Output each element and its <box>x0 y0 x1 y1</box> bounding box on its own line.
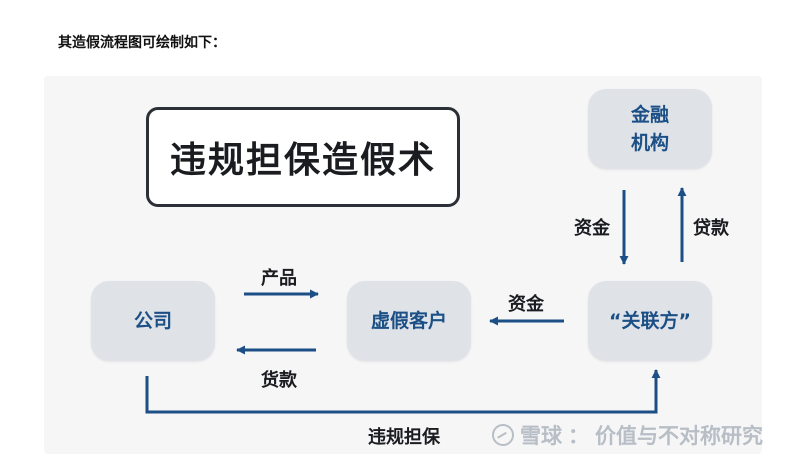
edge-label-loan-back: 货款 <box>261 370 297 391</box>
intro-text: 其造假流程图可绘制如下： <box>58 35 226 51</box>
watermark-author: 价值与不对称研究 <box>595 424 763 448</box>
node-company-label: 公司 <box>133 310 172 332</box>
watermark-brand: 雪球 <box>520 424 562 448</box>
diagram-title: 违规担保造假术 <box>146 107 460 207</box>
node-fake-customer: 虚假客户 <box>347 281 471 361</box>
node-related-party-label: “关联方” <box>609 310 691 332</box>
node-company: 公司 <box>91 281 215 361</box>
node-financial-institution-line1: 金融 <box>630 104 669 126</box>
arrow-guarantee <box>145 369 661 414</box>
edge-label-funds-to-fake: 资金 <box>508 294 544 315</box>
watermark-separator: ： <box>568 424 589 448</box>
edge-label-product: 产品 <box>261 268 297 289</box>
snowball-logo-icon <box>492 424 514 446</box>
edge-label-funds-to-related: 资金 <box>574 218 610 239</box>
watermark: 雪球 ： 价值与不对称研究 <box>492 420 763 450</box>
edge-label-loan-to-finance: 贷款 <box>693 218 729 239</box>
node-related-party: “关联方” <box>588 281 712 361</box>
node-financial-institution: 金融 机构 <box>588 89 712 169</box>
node-fake-customer-label: 虚假客户 <box>370 310 447 332</box>
edge-label-guarantee: 违规担保 <box>368 427 440 448</box>
node-financial-institution-line2: 机构 <box>630 132 669 154</box>
